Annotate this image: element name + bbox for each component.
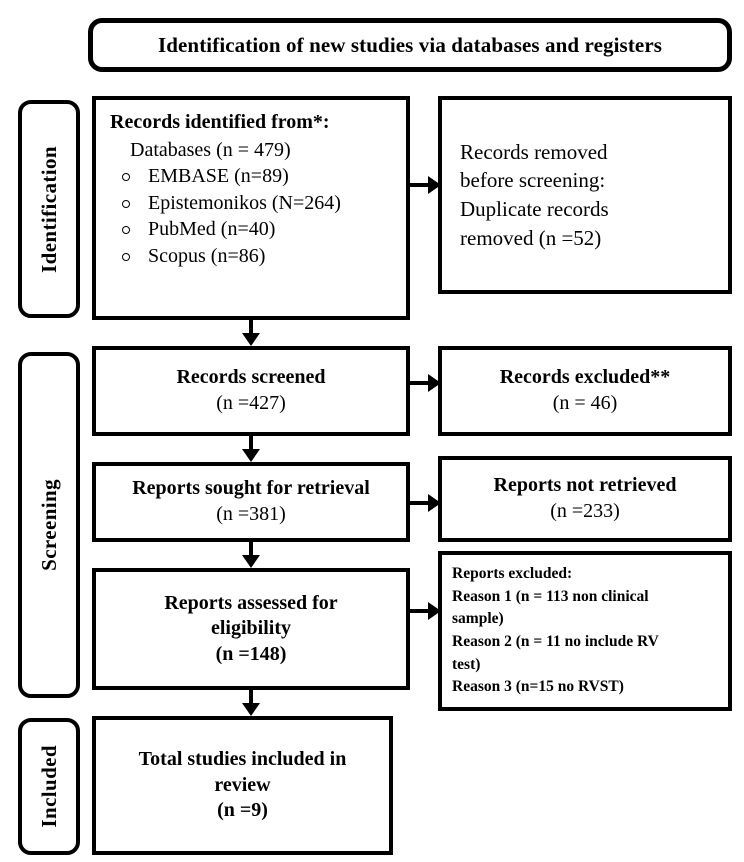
source-label: Epistemonikos (N=264) [148,191,341,214]
diagram-title: Identification of new studies via databa… [157,32,663,57]
arrow-screened-to-sought [242,449,260,462]
total-included-title-line1: Total studies included in [138,748,347,771]
records-excluded-title: Records excluded** [499,366,671,389]
reports-assessed-count: (n =148) [215,642,287,665]
connector-screened-to-excluded [410,381,432,385]
box-reports-not-retrieved: Reports not retrieved (n =233) [438,456,732,542]
stage-label-included-text: Included [36,745,61,828]
connector-screened-to-sought [249,436,253,452]
box-reports-excluded: Reports excluded: Reason 1 (n = 113 non … [438,551,732,711]
arrow-identified-to-screened [242,333,260,346]
stage-label-screening-text: Screening [36,479,61,571]
records-removed-line-2: before screening: [460,168,606,193]
list-item: EMBASE (n=89) [110,164,400,190]
records-excluded-count: (n = 46) [552,392,618,414]
list-item: Scopus (n=86) [110,244,400,270]
reports-sought-title: Reports sought for retrieval [132,477,370,500]
list-item: Epistemonikos (N=264) [110,191,400,217]
records-screened-title: Records screened [176,366,326,389]
arrow-identified-to-removed [428,176,441,194]
stage-label-identification-text: Identification [36,145,61,273]
records-identified-heading: Records identified from*: [110,111,330,133]
total-included-count: (n =9) [217,799,268,822]
reports-excluded-reason-3: Reason 3 (n=15 no RVST) [452,678,624,696]
source-label: PubMed (n=40) [148,218,276,241]
arrow-sought-to-assessed [242,555,260,568]
reports-excluded-reason-1b: sample) [452,610,504,628]
connector-assessed-to-included [249,690,253,706]
box-records-identified: Records identified from*: Databases (n =… [92,96,410,320]
arrow-sought-to-not-retrieved [428,494,441,512]
reports-excluded-reason-1a: Reason 1 (n = 113 non clinical [452,587,649,605]
circle-bullet-icon [122,226,130,235]
circle-bullet-icon [122,199,130,208]
stage-label-identification: Identification [18,100,80,318]
reports-assessed-title-line2: eligibility [211,617,291,640]
connector-sought-to-not-retrieved [410,501,432,505]
arrow-assessed-to-included [242,703,260,716]
box-reports-sought: Reports sought for retrieval (n =381) [92,462,410,542]
connector-assessed-to-reports-excluded [410,609,432,613]
reports-sought-count: (n =381) [216,503,286,525]
arrow-assessed-to-reports-excluded [428,602,441,620]
connector-sought-to-assessed [249,542,253,558]
diagram-header-box: Identification of new studies via databa… [88,18,732,72]
reports-assessed-title-line1: Reports assessed for [164,591,338,614]
source-label: Scopus (n=86) [148,244,266,267]
source-label: EMBASE (n=89) [148,165,289,188]
reports-excluded-heading: Reports excluded: [452,565,573,582]
records-removed-line-3: Duplicate records [460,197,609,221]
reports-excluded-reason-2b: test) [452,655,481,673]
circle-bullet-icon [122,172,130,181]
connector-identified-to-screened [249,320,253,336]
stage-label-screening: Screening [18,352,80,698]
box-total-included: Total studies included in review (n =9) [92,716,393,855]
total-included-title-line2: review [214,773,271,796]
records-removed-line-4: removed (n =52) [460,225,602,250]
connector-identified-to-removed [410,183,432,187]
box-records-removed: Records removed before screening: Duplic… [438,96,732,294]
arrow-screened-to-excluded [428,374,441,392]
list-item: PubMed (n=40) [110,217,400,243]
records-removed-line-1: Records removed [460,139,608,164]
box-records-screened: Records screened (n =427) [92,346,410,436]
circle-bullet-icon [122,252,130,261]
records-screened-count: (n =427) [216,392,286,414]
box-reports-assessed: Reports assessed for eligibility (n =148… [92,568,410,690]
reports-not-retrieved-title: Reports not retrieved [493,474,677,497]
records-identified-source-list: EMBASE (n=89) Epistemonikos (N=264) PubM… [110,164,400,269]
reports-not-retrieved-count: (n =233) [550,500,620,522]
records-identified-subline: Databases (n = 479) [130,138,291,161]
box-records-excluded: Records excluded** (n = 46) [438,346,732,436]
stage-label-included: Included [18,718,80,855]
reports-excluded-reason-2a: Reason 2 (n = 11 no include RV [452,632,659,650]
